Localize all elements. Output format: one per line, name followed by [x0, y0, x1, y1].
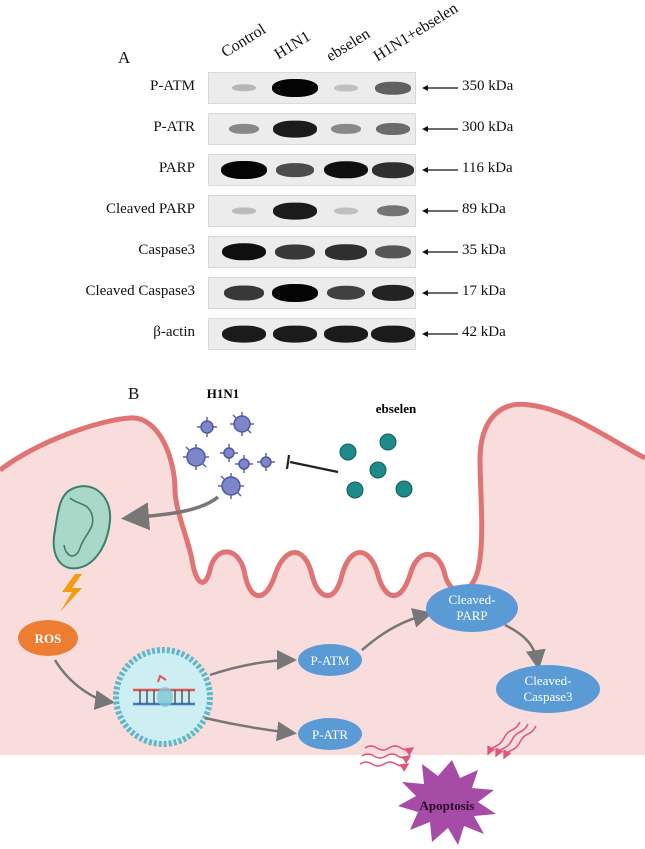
molecular-weight-label: 300 kDa: [462, 119, 514, 135]
blot-band: [334, 207, 358, 215]
blot-band: [273, 325, 317, 343]
blot-label: P-ATM: [149, 78, 195, 94]
blot-strip: [208, 195, 416, 227]
size-arrow-icon: [422, 290, 458, 296]
blot-band: [323, 161, 369, 179]
inhibition-bar: [285, 454, 291, 470]
apoptosis-label: Apoptosis: [420, 798, 475, 813]
blot-band: [231, 84, 257, 92]
arrow-patm-to-cparp: [361, 608, 433, 651]
blot-strip: [208, 236, 416, 268]
size-arrow-icon: [422, 167, 458, 173]
inhibition-line: [289, 460, 339, 474]
patm-node: [298, 644, 362, 676]
blot-label: Cleaved Caspase3: [85, 283, 195, 299]
molecular-weight-label: 350 kDa: [462, 78, 514, 94]
blot-band: [231, 207, 257, 215]
molecular-weight-label: 35 kDa: [462, 242, 506, 258]
molecular-weight-label: 89 kDa: [462, 201, 506, 217]
cleaved-parp-label-1: Cleaved-: [449, 592, 496, 607]
blot-label: PARP: [158, 160, 195, 176]
ros-label: ROS: [35, 631, 62, 646]
size-arrow-icon: [422, 249, 458, 255]
cleaved-caspase3-label-2: Caspase3: [523, 689, 572, 704]
blot-band: [372, 162, 414, 178]
blot-band: [376, 205, 410, 217]
panel-b-label: B: [128, 384, 140, 403]
blot-strip: [208, 277, 416, 309]
blot-label: β-actin: [153, 324, 195, 340]
cleaved-parp-node: [426, 584, 518, 632]
size-arrow-icon: [422, 208, 458, 214]
ros-node: [18, 620, 78, 656]
blot-label: P-ATR: [153, 119, 195, 135]
arrow-cparp-to-ccasp: [504, 623, 546, 670]
blot-band: [371, 325, 415, 343]
blot-band: [221, 243, 267, 261]
cleaved-caspase3-label-1: Cleaved-: [525, 673, 572, 688]
blot-band: [324, 325, 368, 343]
arrow-ros-to-nucleus: [53, 659, 115, 710]
arrow-virus-to-mito: [121, 495, 220, 531]
virus-group: [183, 412, 275, 499]
blot-label: Caspase3: [138, 242, 195, 258]
panel-a-label: A: [118, 48, 131, 67]
blot-band: [276, 163, 314, 177]
blot-band: [272, 284, 318, 302]
patm-label: P-ATM: [310, 653, 349, 668]
patr-label: P-ATR: [312, 727, 348, 742]
blot-band: [228, 123, 260, 135]
arrow-nucleus-to-patr: [204, 716, 297, 742]
arrow-nucleus-to-patm: [209, 650, 297, 677]
blot-band: [374, 245, 412, 259]
blot-strip: [208, 72, 416, 104]
blot-band: [224, 285, 264, 301]
blot-band: [330, 123, 362, 135]
size-arrow-icon: [422, 85, 458, 91]
molecular-weight-label: 42 kDa: [462, 324, 506, 340]
molecular-weight-label: 116 kDa: [462, 160, 513, 176]
cleaved-caspase3-node: [496, 665, 600, 713]
blot-band: [273, 202, 317, 220]
blot-band: [371, 284, 415, 302]
mitochondria-icon: [52, 485, 112, 570]
blot-band: [325, 244, 367, 260]
blot-band: [376, 123, 410, 135]
blot-strip: [208, 154, 416, 186]
blot-band: [334, 84, 358, 92]
virus-label: H1N1: [207, 386, 240, 401]
signal-waves-right: [487, 721, 537, 760]
ebselen-label: ebselen: [376, 401, 417, 416]
lightning-icon: [60, 574, 82, 612]
blot-band: [375, 81, 411, 95]
apoptosis-node: [398, 760, 496, 845]
blot-band: [221, 161, 267, 179]
blot-strip: [208, 113, 416, 145]
size-arrow-icon: [422, 331, 458, 337]
signal-waves-left: [359, 745, 415, 772]
blot-band: [272, 79, 318, 97]
blot-band: [326, 285, 366, 301]
blot-band: [273, 120, 317, 138]
ebselen-molecules: [339, 433, 413, 499]
cleaved-parp-label-2: PARP: [456, 608, 487, 623]
molecular-weight-label: 17 kDa: [462, 283, 506, 299]
blot-label: Cleaved PARP: [105, 201, 195, 217]
blot-strip: [208, 318, 416, 350]
patr-node: [298, 718, 362, 750]
nucleus-icon: [113, 647, 213, 747]
blot-band: [275, 244, 315, 260]
cell-membrane: [0, 401, 645, 599]
blot-band: [222, 325, 266, 343]
size-arrow-icon: [422, 126, 458, 132]
